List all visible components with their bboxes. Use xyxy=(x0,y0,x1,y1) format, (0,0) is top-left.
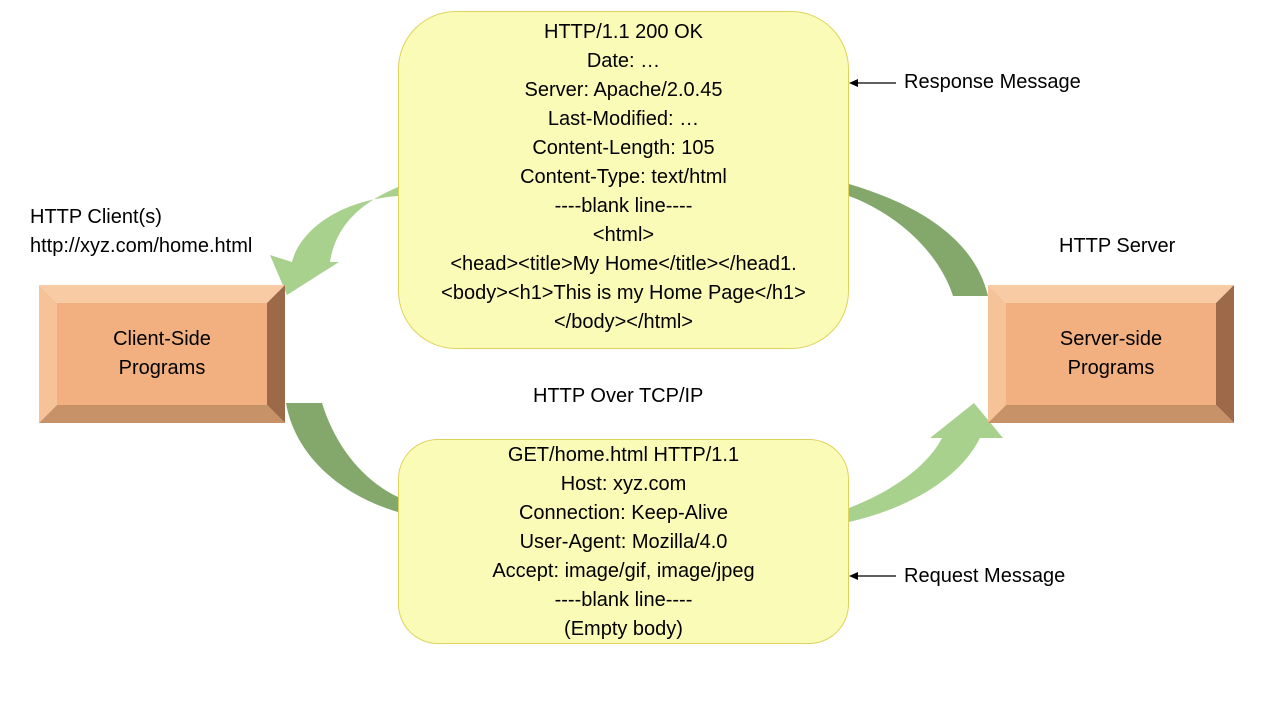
request-line: User-Agent: Mozilla/4.0 xyxy=(519,531,728,553)
request-line: Connection: Keep-Alive xyxy=(518,502,728,524)
request-line: Host: xyz.com xyxy=(560,473,687,495)
response-line: Date: … xyxy=(586,50,661,72)
client-box-line-1: Client-Side xyxy=(113,328,211,350)
server-caption: HTTP Server xyxy=(1059,235,1176,257)
client-caption: HTTP Client(s) http://xyz.com/home.html xyxy=(30,203,252,261)
response-line: Last-Modified: … xyxy=(547,108,700,130)
response-line: ----blank line---- xyxy=(554,195,693,217)
transport-caption: HTTP Over TCP/IP xyxy=(533,385,704,407)
response-line: HTTP/1.1 200 OK xyxy=(544,21,703,43)
response-line: Server: Apache/2.0.45 xyxy=(524,79,723,101)
server-box-line-2: Programs xyxy=(1067,357,1155,379)
request-to-server-arrowhead xyxy=(849,403,1003,522)
response-message-caption: Response Message xyxy=(904,71,1081,93)
client-box-bevel xyxy=(39,285,285,423)
response-line: <body><h1>This is my Home Page</h1> xyxy=(441,282,806,304)
response-line: Content-Type: text/html xyxy=(520,166,727,188)
server-side-programs-box: Server-side Programs xyxy=(988,285,1234,423)
request-message-caption: Request Message xyxy=(904,565,1066,587)
client-box-line-2: Programs xyxy=(118,357,206,379)
client-side-programs-box: Client-Side Programs xyxy=(39,285,285,423)
server-box-bevel xyxy=(988,285,1234,423)
request-line: ----blank line---- xyxy=(554,589,693,611)
client-box-label: Client-Side Programs xyxy=(57,303,267,405)
response-message-box: HTTP/1.1 200 OK Date: … Server: Apache/2… xyxy=(398,11,849,349)
client-caption-title: HTTP Client(s) xyxy=(30,206,162,228)
request-pointer-arrow xyxy=(849,572,896,580)
response-pointer-arrow xyxy=(849,79,896,87)
response-line: Content-Length: 105 xyxy=(532,137,715,159)
response-to-client-arrowhead xyxy=(270,187,398,295)
request-line: GET/home.html HTTP/1.1 xyxy=(507,444,740,466)
response-line: <html> xyxy=(592,224,655,246)
server-box-line-1: Server-side xyxy=(1059,328,1163,350)
response-line: <head><title>My Home</title></head1. xyxy=(450,253,797,275)
response-line: </body></html> xyxy=(554,311,693,333)
server-to-response-arrow xyxy=(849,184,988,296)
request-message-box: GET/home.html HTTP/1.1 Host: xyz.com Con… xyxy=(398,439,849,644)
client-caption-url: http://xyz.com/home.html xyxy=(30,235,253,257)
server-box-label: Server-side Programs xyxy=(1006,303,1216,405)
client-to-request-arrow xyxy=(286,403,398,512)
request-line: Accept: image/gif, image/jpeg xyxy=(492,560,755,582)
request-line: (Empty body) xyxy=(564,618,683,640)
